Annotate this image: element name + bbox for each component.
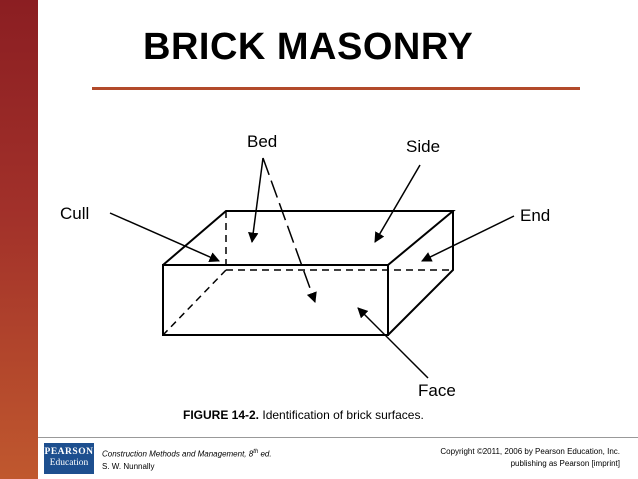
bed-arrow-bottom bbox=[262, 157, 317, 303]
imprint-line: publishing as Pearson [imprint] bbox=[510, 459, 620, 468]
book-title: Construction Methods and Management, 8th… bbox=[102, 449, 272, 459]
pearson-education-logo: PEARSON Education bbox=[44, 443, 94, 474]
accent-side-bar bbox=[0, 0, 38, 479]
cull-arrow bbox=[109, 212, 220, 262]
bed-arrow-top bbox=[248, 157, 264, 244]
pointer-arrows bbox=[109, 157, 515, 379]
side-arrow bbox=[374, 164, 421, 243]
copyright-notice: Copyright ©2011, 2006 by Pearson Educati… bbox=[440, 446, 620, 470]
logo-line1: PEARSON bbox=[44, 447, 94, 457]
brick-hidden-edges bbox=[162, 211, 453, 336]
footer-divider bbox=[38, 437, 638, 438]
author: S. W. Nunnally bbox=[102, 461, 155, 471]
figure-number: FIGURE 14-2. bbox=[183, 408, 260, 422]
cull-label: Cull bbox=[60, 204, 89, 223]
copyright-line: Copyright ©2011, 2006 by Pearson Educati… bbox=[440, 447, 620, 456]
end-label: End bbox=[520, 206, 550, 225]
logo-line2: Education bbox=[49, 458, 89, 469]
brick-surfaces-diagram: Bed Side Cull End Face bbox=[60, 132, 550, 400]
end-arrow bbox=[421, 215, 515, 262]
figure-caption: FIGURE 14-2. Identification of brick sur… bbox=[183, 408, 424, 422]
side-label: Side bbox=[406, 137, 440, 156]
face-arrow bbox=[357, 307, 429, 379]
book-credit: Construction Methods and Management, 8th… bbox=[102, 446, 272, 473]
face-label: Face bbox=[418, 381, 456, 400]
bed-label: Bed bbox=[247, 132, 277, 151]
slide-title: BRICK MASONRY bbox=[143, 26, 474, 68]
title-underline bbox=[92, 87, 580, 90]
caption-text: Identification of brick surfaces. bbox=[259, 408, 424, 422]
brick-outline bbox=[162, 210, 456, 336]
